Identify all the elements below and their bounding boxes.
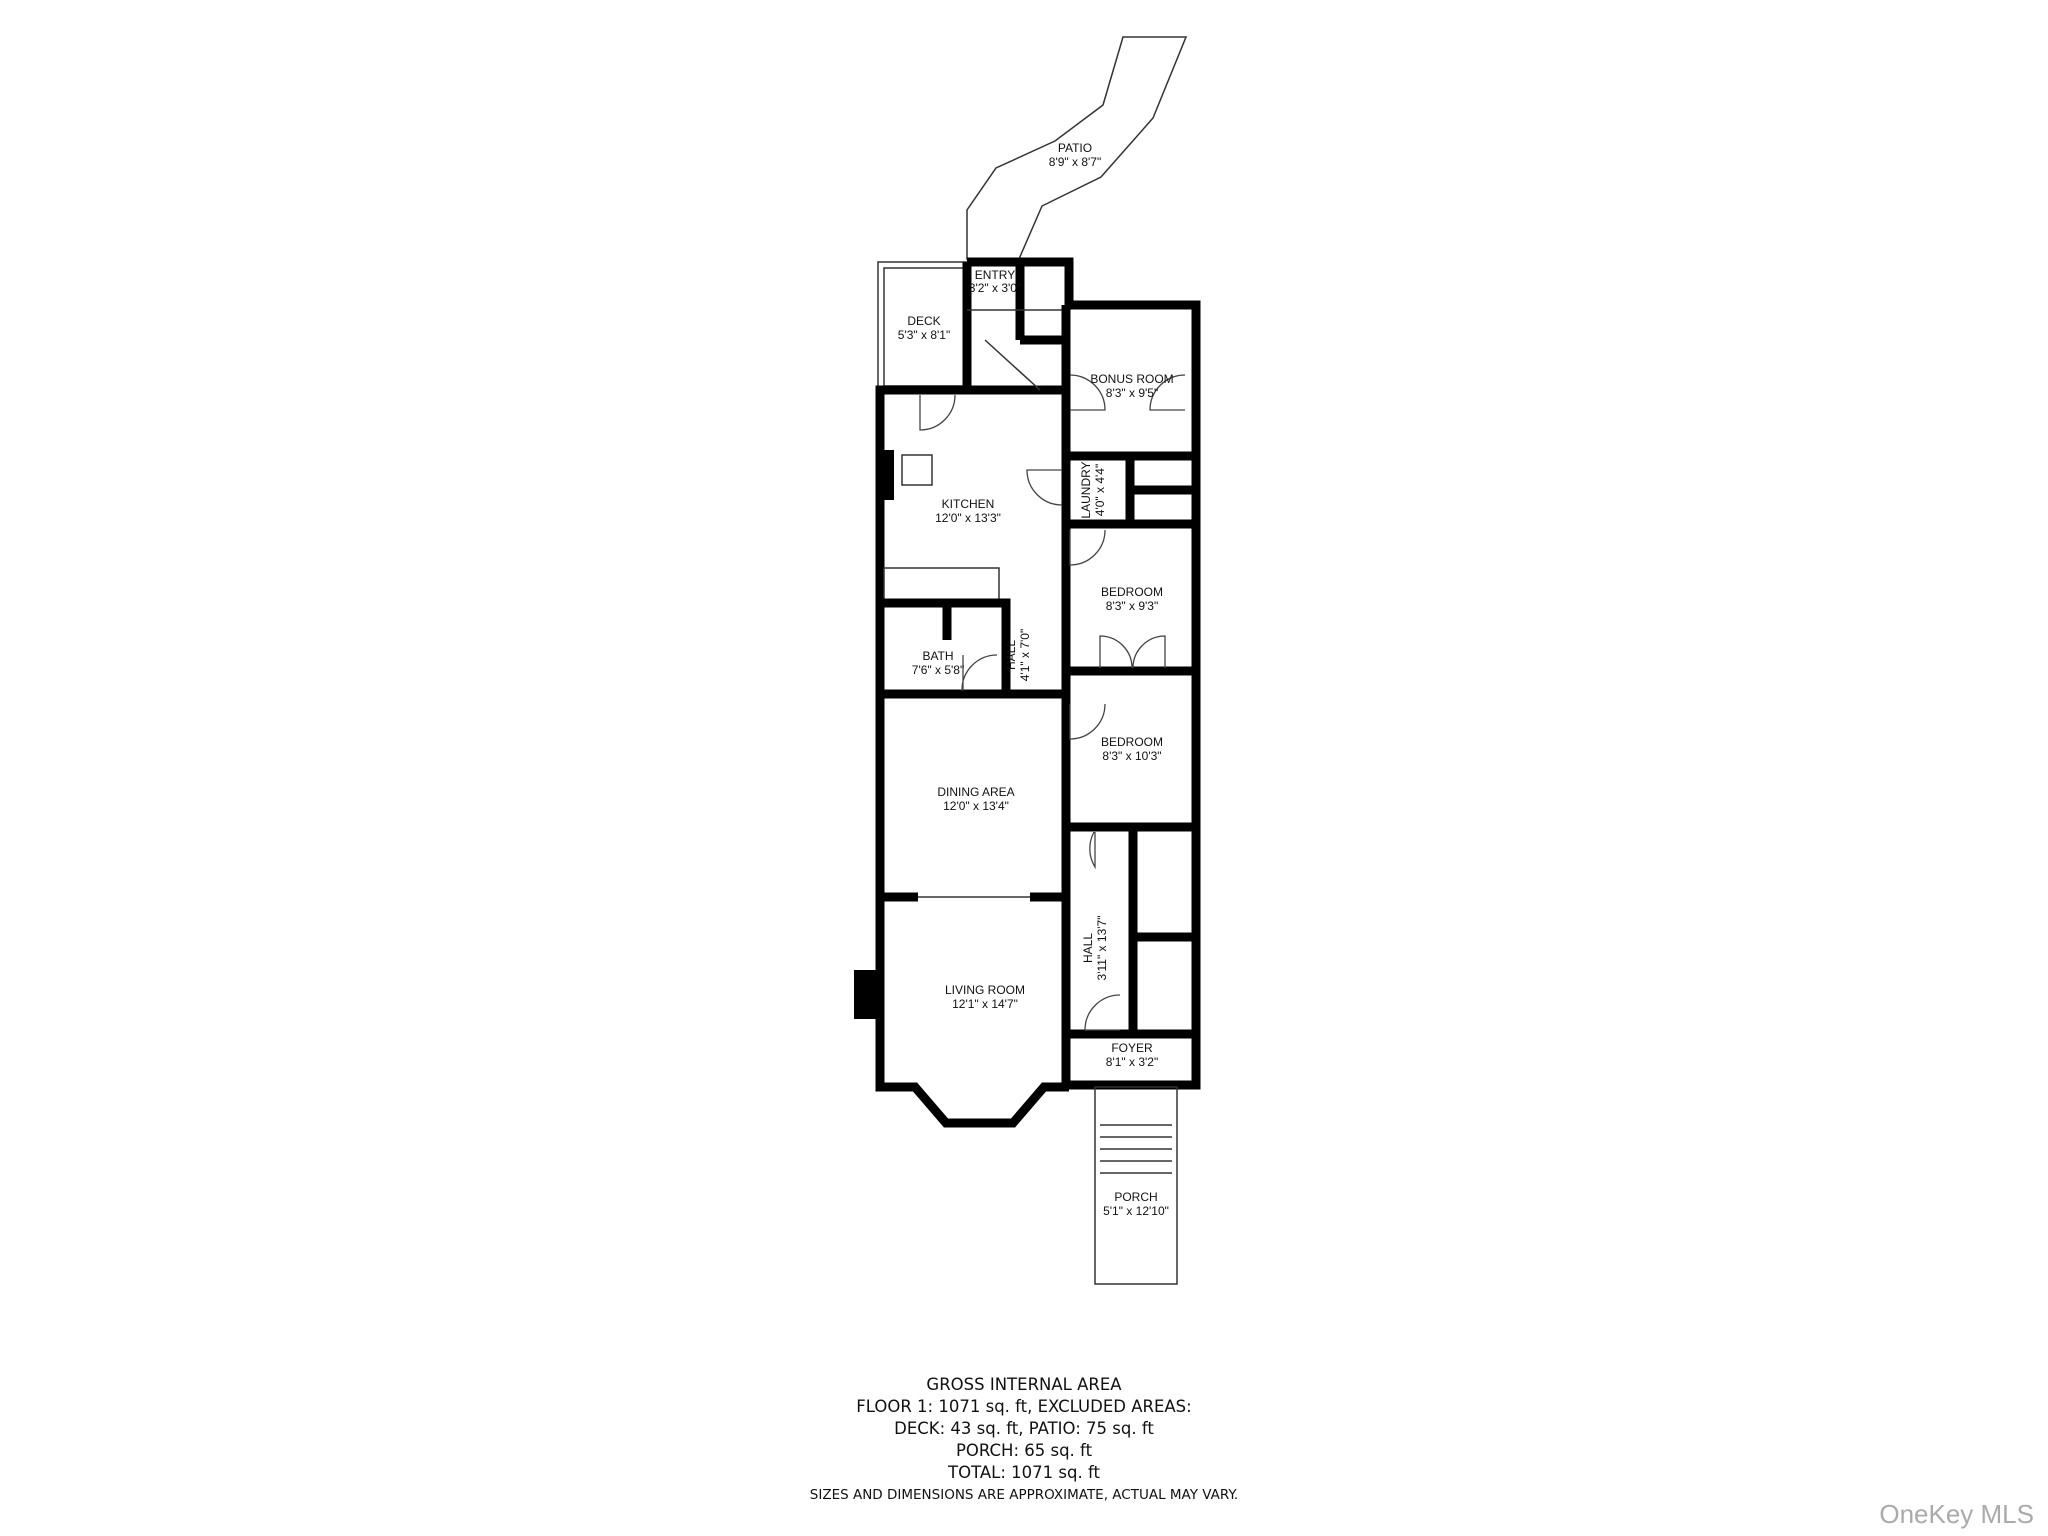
summary-disclaimer: SIZES AND DIMENSIONS ARE APPROXIMATE, AC… xyxy=(809,1487,1239,1503)
svg-text:PATIO: PATIO xyxy=(1058,141,1092,155)
fireplace xyxy=(854,970,880,1019)
svg-text:8'9" x 8'7": 8'9" x 8'7" xyxy=(1049,155,1101,169)
svg-text:KITCHEN: KITCHEN xyxy=(942,497,995,511)
exterior-wall xyxy=(875,262,1069,1128)
svg-text:BONUS ROOM: BONUS ROOM xyxy=(1090,372,1173,386)
svg-text:ENTRY: ENTRY xyxy=(975,268,1015,282)
svg-text:BATH: BATH xyxy=(922,649,953,663)
summary-title: GROSS INTERNAL AREA xyxy=(926,1375,1122,1394)
exterior-wall xyxy=(967,257,1201,1090)
summary-excluded: DECK: 43 sq. ft, PATIO: 75 sq. ft xyxy=(894,1419,1154,1438)
summary-porch: PORCH: 65 sq. ft xyxy=(955,1441,1093,1460)
svg-text:DECK: DECK xyxy=(907,314,940,328)
svg-text:12'0" x 13'3": 12'0" x 13'3" xyxy=(935,511,1001,525)
svg-text:BEDROOM: BEDROOM xyxy=(1101,585,1163,599)
svg-text:4'0" x 4'4": 4'0" x 4'4" xyxy=(1093,464,1107,516)
svg-text:5'3" x 8'1": 5'3" x 8'1" xyxy=(898,328,950,342)
svg-text:LAUNDRY: LAUNDRY xyxy=(1079,461,1093,518)
svg-text:8'3" x 10'3": 8'3" x 10'3" xyxy=(1102,749,1161,763)
svg-text:HALL: HALL xyxy=(1004,640,1018,670)
svg-text:4'1" x 7'0": 4'1" x 7'0" xyxy=(1018,629,1032,681)
svg-text:DINING AREA: DINING AREA xyxy=(937,785,1014,799)
svg-text:5'1" x 12'10": 5'1" x 12'10" xyxy=(1103,1204,1169,1218)
stove xyxy=(901,454,933,486)
svg-text:12'0" x 13'4": 12'0" x 13'4" xyxy=(943,799,1009,813)
svg-text:PORCH: PORCH xyxy=(1114,1190,1157,1204)
area-summary: GROSS INTERNAL AREA FLOOR 1: 1071 sq. ft… xyxy=(0,1374,2048,1506)
svg-text:8'3" x 9'5": 8'3" x 9'5" xyxy=(1106,386,1158,400)
svg-text:3'2" x 3'0": 3'2" x 3'0" xyxy=(969,281,1021,295)
svg-text:3'11" x 13'7": 3'11" x 13'7" xyxy=(1095,916,1109,981)
svg-text:12'1" x 14'7": 12'1" x 14'7" xyxy=(952,997,1018,1011)
svg-text:BEDROOM: BEDROOM xyxy=(1101,735,1163,749)
svg-text:8'3" x 9'3": 8'3" x 9'3" xyxy=(1106,599,1158,613)
svg-text:FOYER: FOYER xyxy=(1111,1041,1153,1055)
svg-text:8'1" x 3'2": 8'1" x 3'2" xyxy=(1106,1055,1158,1069)
watermark-logo: OneKey MLS xyxy=(1879,1499,2034,1529)
summary-total: TOTAL: 1071 sq. ft xyxy=(948,1463,1100,1482)
summary-floor: FLOOR 1: 1071 sq. ft, EXCLUDED AREAS: xyxy=(856,1397,1192,1416)
svg-text:LIVING ROOM: LIVING ROOM xyxy=(945,983,1025,997)
svg-text:7'6" x 5'8": 7'6" x 5'8" xyxy=(912,663,964,677)
porch-outline xyxy=(1094,1086,1178,1285)
svg-text:HALL: HALL xyxy=(1081,933,1095,963)
